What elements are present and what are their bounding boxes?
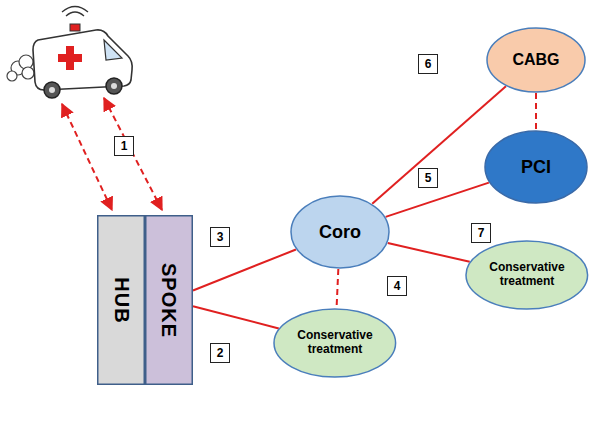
node-label: Conservative treatment: [295, 329, 375, 357]
pathway-line: [193, 250, 296, 291]
callout-number-box: 3: [210, 227, 230, 247]
pathway-line: [193, 306, 279, 328]
callout-number-box: 2: [210, 343, 230, 363]
node-label: CABG: [512, 51, 559, 69]
callout-number: 1: [121, 139, 128, 153]
node-label: SPOKE: [158, 262, 181, 337]
cabg-ellipse: CABG: [486, 27, 586, 93]
callout-number-box: 6: [418, 54, 438, 74]
dashed-connector: [337, 269, 339, 308]
callout-number-box: 5: [418, 168, 438, 188]
node-label: Conservative treatment: [487, 261, 567, 289]
pathway-line: [388, 243, 470, 262]
treatment-ellipse: Conservative treatment: [465, 240, 589, 310]
callout-number-box: 7: [471, 223, 491, 243]
spoke-band: SPOKE: [145, 215, 193, 385]
callout-number-box: 4: [387, 276, 407, 296]
ambulance-icon: [7, 7, 132, 99]
node-label: Coro: [319, 222, 361, 243]
node-label: HUB: [110, 277, 133, 323]
callout-number: 5: [425, 171, 432, 185]
callout-number-box: 1: [114, 136, 134, 156]
callout-number: 3: [217, 230, 224, 244]
coronarography-ellipse: Coro: [290, 195, 390, 269]
node-label: PCI: [521, 157, 551, 178]
pathway-line: [372, 86, 506, 203]
hub-band: HUB: [97, 215, 145, 385]
callout-number: 6: [425, 57, 432, 71]
pci-ellipse: PCI: [484, 130, 588, 204]
dashed-connector: [535, 93, 537, 130]
treatment-ellipse: Conservative treatment: [273, 308, 397, 378]
callout-number: 2: [217, 346, 224, 360]
callout-number: 4: [394, 279, 401, 293]
callout-number: 7: [478, 226, 485, 240]
transfer-arrow: [62, 104, 112, 210]
transfer-arrow: [104, 98, 162, 210]
